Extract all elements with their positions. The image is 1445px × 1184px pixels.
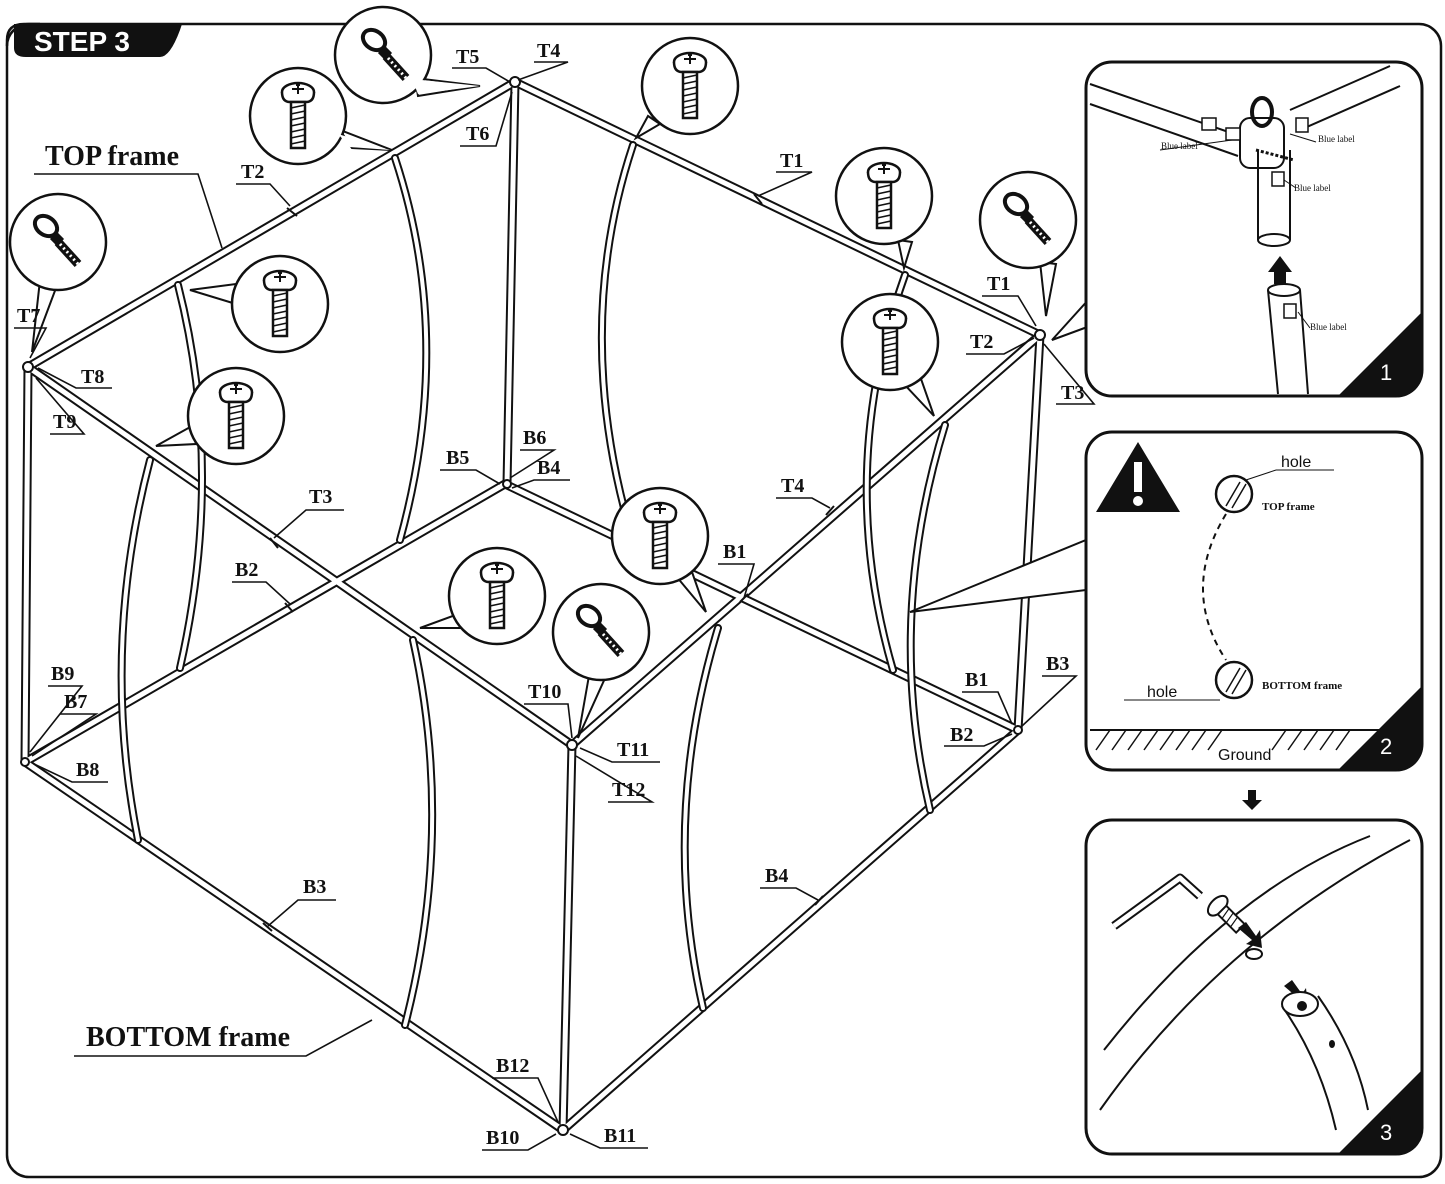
label-t7: T7 bbox=[17, 305, 40, 327]
label-t2-right: T2 bbox=[970, 331, 993, 353]
bottom-frame-label: BOTTOM frame bbox=[86, 1022, 290, 1053]
hole-top-label: hole bbox=[1281, 454, 1311, 471]
warning-triangle-icon bbox=[1096, 442, 1180, 512]
ground-label: Ground bbox=[1218, 747, 1271, 764]
label-b12: B12 bbox=[496, 1055, 529, 1077]
callout-screw-left-lower bbox=[155, 366, 286, 466]
label-b2-left: B2 bbox=[235, 559, 258, 581]
label-t11: T11 bbox=[617, 739, 649, 761]
inset-1: Blue label Blue label Blue label Blue la… bbox=[1084, 60, 1424, 398]
label-b1-right: B1 bbox=[965, 669, 988, 691]
label-b4-top: B4 bbox=[537, 457, 560, 479]
blue-label-4: Blue label bbox=[1310, 322, 1347, 332]
top-frame-label: TOP frame bbox=[45, 141, 179, 172]
inset-top-frame-label: TOP frame bbox=[1262, 501, 1315, 513]
label-b4-bottom: B4 bbox=[765, 865, 788, 887]
outer-border bbox=[5, 22, 1443, 1179]
callout-screw-right-lower bbox=[840, 292, 940, 417]
inset-3-number: 3 bbox=[1380, 1120, 1392, 1145]
callouts bbox=[8, 5, 1078, 739]
screw-icon bbox=[1206, 894, 1247, 935]
blue-label-3: Blue label bbox=[1294, 183, 1331, 193]
label-b1-mid: B1 bbox=[723, 541, 746, 563]
callout-eyebolt-t7 bbox=[8, 192, 108, 353]
frame bbox=[20, 76, 1046, 1136]
label-t10: T10 bbox=[528, 681, 561, 703]
label-b6: B6 bbox=[523, 427, 546, 449]
label-b9: B9 bbox=[51, 663, 74, 685]
label-t4-top: T4 bbox=[537, 40, 560, 62]
inset-1-number: 1 bbox=[1380, 360, 1392, 385]
label-t2-left: T2 bbox=[241, 161, 264, 183]
label-t8: T8 bbox=[81, 366, 104, 388]
joints bbox=[20, 76, 1046, 1136]
label-t3-left: T3 bbox=[309, 486, 332, 508]
label-t12: T12 bbox=[612, 779, 645, 801]
label-t1-left: T1 bbox=[780, 150, 803, 172]
callout-eyebolt-top bbox=[333, 5, 481, 105]
callout-eyebolt-t10 bbox=[551, 582, 651, 739]
label-t3-right: T3 bbox=[1061, 382, 1084, 404]
label-b2-right: B2 bbox=[950, 724, 973, 746]
callout-screw-t2 bbox=[248, 66, 393, 166]
callout-screw-t1 bbox=[633, 36, 740, 141]
label-t1-right: T1 bbox=[987, 273, 1010, 295]
callout-screw-right-top bbox=[834, 146, 934, 272]
blue-label-1: Blue label bbox=[1161, 141, 1198, 151]
label-t4-right: T4 bbox=[781, 475, 804, 497]
up-arrow-icon bbox=[1268, 256, 1292, 284]
label-b10: B10 bbox=[486, 1127, 519, 1149]
label-t6: T6 bbox=[466, 123, 489, 145]
label-b3-right: B3 bbox=[1046, 653, 1069, 675]
label-b8: B8 bbox=[76, 759, 99, 781]
label-t5: T5 bbox=[456, 46, 479, 68]
label-b3-bottom: B3 bbox=[303, 876, 326, 898]
hole-bottom-label: hole bbox=[1147, 684, 1177, 701]
step-title: STEP 3 bbox=[34, 26, 130, 57]
callout-screw-left-upper bbox=[189, 254, 330, 354]
ground-hatch bbox=[1095, 729, 1351, 751]
blue-label-2: Blue label bbox=[1318, 134, 1355, 144]
label-b7: B7 bbox=[64, 691, 87, 713]
inset-2-number: 2 bbox=[1380, 734, 1392, 759]
inset-2: hole TOP frame hole BOTTOM frame Ground … bbox=[1084, 430, 1424, 772]
label-b5: B5 bbox=[446, 447, 469, 469]
inset-bottom-frame-label: BOTTOM frame bbox=[1262, 680, 1342, 692]
pointer-inset1 bbox=[1051, 295, 1091, 341]
callout-eyebolt-t1 bbox=[978, 170, 1078, 317]
pointer-inset2 bbox=[909, 538, 1087, 613]
down-arrow-icon bbox=[1242, 790, 1262, 810]
labels: TOP frame BOTTOM frame T4 T5 T6 T2 T1 T7… bbox=[14, 40, 1096, 1151]
callout-screw-bottom-left bbox=[419, 546, 547, 646]
step-tab: STEP 3 bbox=[5, 22, 182, 57]
inset-3: 3 bbox=[1084, 818, 1424, 1156]
allen-key-icon bbox=[1111, 873, 1204, 930]
callout-screw-b1 bbox=[610, 486, 710, 613]
label-t9: T9 bbox=[53, 411, 76, 433]
segment-ticks bbox=[262, 193, 835, 932]
label-b11: B11 bbox=[604, 1125, 636, 1147]
